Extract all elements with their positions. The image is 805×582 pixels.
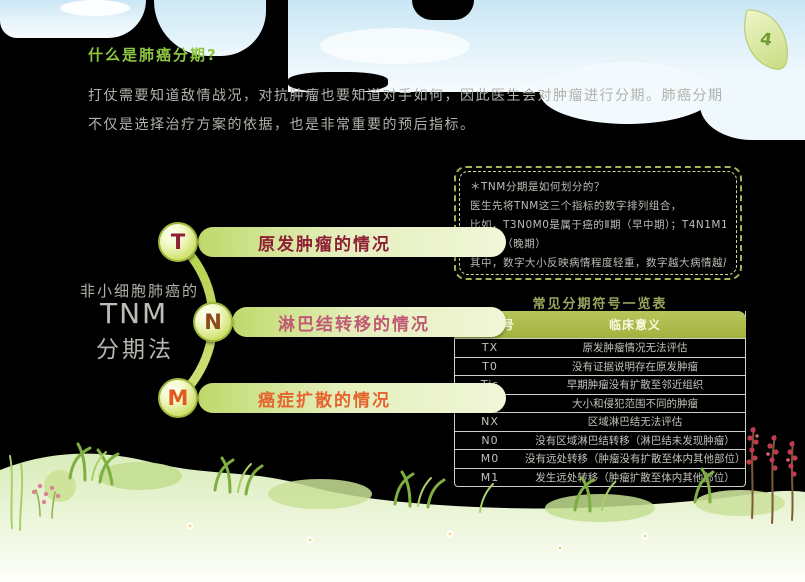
cell-symbol: NX: [481, 415, 499, 429]
badge-m-icon: M: [158, 378, 198, 418]
diagram-label-bottom: 分期法: [96, 337, 174, 363]
info-line: 是Ⅳ期（晚期）: [470, 238, 547, 250]
cell-symbol: M0: [480, 452, 500, 466]
cell-symbol: TX: [481, 341, 499, 355]
intro-paragraph: 打仗需要知道敌情战况，对抗肿瘤也要知道对手如何，因此医生会对肿瘤进行分期。肺癌分…: [88, 88, 724, 133]
info-line: 比如，T3N0M0是属于癌的Ⅱ期（早中期）；T4N1M1则: [470, 219, 726, 231]
cloud: [60, 0, 130, 16]
pill-lymph-node-label: 淋巴结转移的情况: [278, 314, 430, 335]
cell-meaning: 没有证据说明存在原发肿瘤: [572, 360, 698, 373]
table-row: NX 区域淋巴结无法评估: [455, 412, 745, 431]
badge-t-letter: T: [170, 230, 186, 254]
meadow-illustration: [0, 427, 805, 582]
info-line: 其中，数字大小反映病情程度轻重，数字越大病情越严重。: [470, 257, 726, 269]
table-row: T0 没有证据说明存在原发肿瘤: [455, 356, 745, 376]
pill-metastasis: 癌症扩散的情况: [198, 383, 506, 413]
cloud: [540, 62, 715, 124]
info-line: ＊TNM分期是如何划分的？: [470, 181, 605, 193]
table-row: N0 没有区域淋巴结转移（淋巴结未发现肿瘤）: [455, 430, 745, 450]
page-title: 什么是肺癌分期?: [88, 46, 218, 64]
cell-meaning: 没有区域淋巴结转移（淋巴结未发现肿瘤）: [535, 434, 735, 447]
table-title: 常见分期符号一览表: [532, 297, 668, 312]
pill-metastasis-label: 癌症扩散的情况: [258, 390, 391, 411]
badge-m-letter: M: [167, 386, 189, 410]
sky-gap: [412, 0, 474, 20]
cell-meaning: 没有远处转移（肿瘤没有扩散至体内其他部位）: [525, 453, 745, 466]
diagram-label-tnm: TNM: [100, 297, 169, 330]
badge-t-icon: T: [158, 222, 198, 262]
page-number: 4: [758, 29, 774, 51]
table-row: TX 原发肿瘤情况无法评估: [455, 338, 745, 357]
cell-meaning: 早期肿瘤没有扩散至邻近组织: [566, 379, 704, 392]
info-box-inner: ＊TNM分期是如何划分的？ 医生先将TNM这三个指标的数字排列组合， 比如，T3…: [459, 171, 737, 275]
badge-n-icon: N: [193, 302, 233, 342]
cell-symbol: T0: [482, 359, 498, 373]
cloud: [700, 70, 805, 140]
cloud: [320, 28, 470, 64]
pill-primary-tumor-label: 原发肿瘤的情况: [258, 234, 391, 255]
pill-lymph-node: 淋巴结转移的情况: [232, 307, 506, 337]
diagram-label-top: 非小细胞肺癌的: [80, 282, 200, 300]
cell-meaning: 原发肿瘤情况无法评估: [582, 342, 688, 355]
cell-symbol: N0: [481, 433, 499, 447]
cell-meaning: 区域淋巴结无法评估: [587, 416, 683, 429]
pill-primary-tumor: 原发肿瘤的情况: [198, 227, 506, 257]
table-row: M0 没有远处转移（肿瘤没有扩散至体内其他部位）: [455, 449, 745, 468]
table-header-meaning: 临床意义: [608, 318, 661, 332]
info-box: ＊TNM分期是如何划分的？ 医生先将TNM这三个指标的数字排列组合， 比如，T3…: [454, 166, 742, 280]
sky-gap: [288, 72, 388, 92]
cell-symbol: M1: [480, 470, 500, 484]
info-line: 医生先将TNM这三个指标的数字排列组合，: [470, 200, 682, 212]
badge-n-letter: N: [204, 310, 222, 334]
cell-meaning: 大小和侵犯范围不同的肿瘤: [572, 397, 698, 410]
